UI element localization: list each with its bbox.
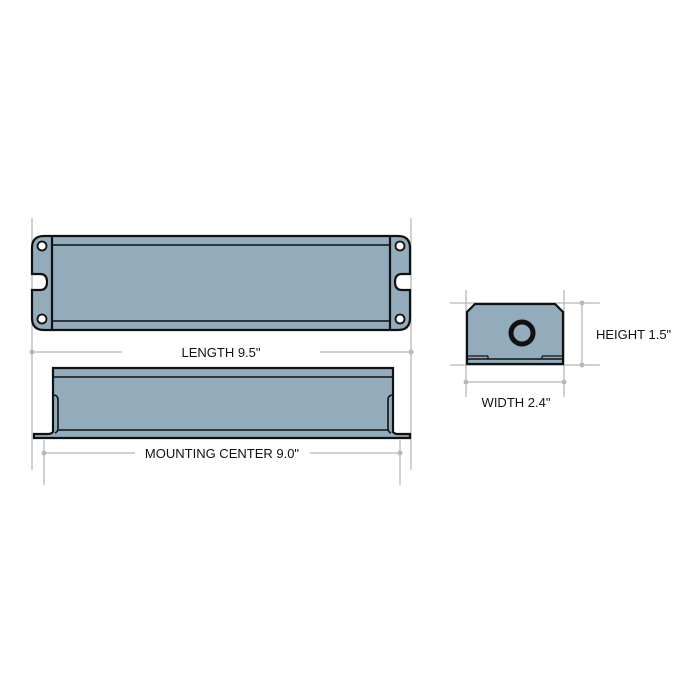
mounting-hole-icon [36,240,48,252]
length-label: LENGTH 9.5" [181,345,260,360]
end-view [465,302,565,366]
height-label: HEIGHT 1.5" [596,327,672,342]
side-view [32,366,412,440]
mounting-hole-icon [394,240,406,252]
mounting-hole-icon [36,313,48,325]
mounting-hole-icon [394,313,406,325]
mounting-center-label: MOUNTING CENTER 9.0" [145,446,300,461]
top-view [30,234,412,332]
width-label: WIDTH 2.4" [482,395,551,410]
cable-grommet-icon [508,319,536,347]
